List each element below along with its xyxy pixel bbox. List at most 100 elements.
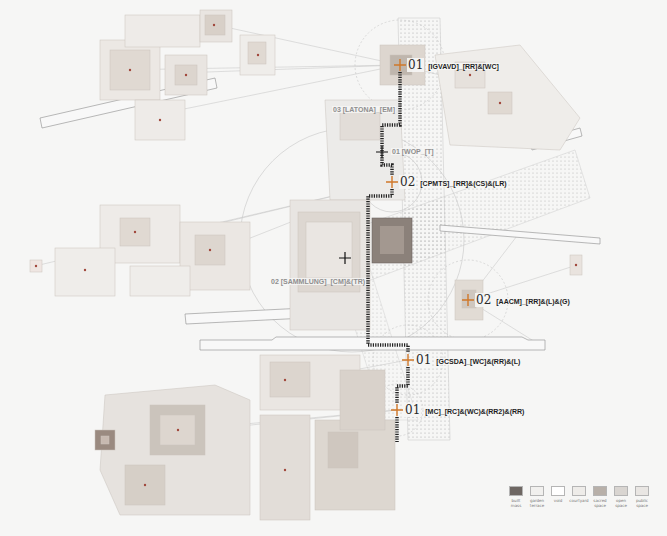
building-cluster xyxy=(100,40,160,100)
building-cluster xyxy=(306,222,352,278)
legend-swatch xyxy=(635,486,649,496)
building-dot xyxy=(575,264,577,266)
building-cluster xyxy=(340,110,380,140)
building-cluster xyxy=(315,420,395,510)
site-marker: 02[CPMTS]_[RR]&(CS)&(LR) xyxy=(385,175,508,189)
faded-site-label: 01 [WOP_[T] xyxy=(391,148,435,155)
site-code: [MC]_[RC]&(WC)&(RR2)&(RR) xyxy=(424,408,525,415)
site-code: [AACM]_[RR]&(L)&(G) xyxy=(495,298,570,305)
building-cluster xyxy=(175,65,197,85)
legend-text: built mass xyxy=(506,498,526,508)
building-cluster xyxy=(240,35,275,75)
building-cluster xyxy=(95,430,115,450)
legend-swatch xyxy=(572,486,586,496)
building-dot xyxy=(84,269,86,271)
site-code: [CPMTS]_[RR]&(CS)&(LR) xyxy=(419,180,507,187)
legend-text: courtyard xyxy=(569,498,589,503)
legend-text: garden terrace xyxy=(527,498,547,508)
building-cluster xyxy=(462,290,476,308)
building-cluster xyxy=(125,465,165,505)
building-dot xyxy=(469,74,471,76)
legend-text: public space xyxy=(632,498,652,508)
landmark-building xyxy=(372,218,412,263)
sight-line xyxy=(180,65,400,73)
building-cluster xyxy=(570,255,582,275)
legend-item: built mass xyxy=(506,486,526,508)
legend-item: courtyard xyxy=(569,486,589,503)
building-cluster xyxy=(260,415,310,520)
building-dot xyxy=(284,469,286,471)
building-cluster xyxy=(205,15,225,35)
building-cluster xyxy=(200,10,232,42)
site-marker: 01[IGVAVD]_[RR]&[WC] xyxy=(393,58,500,72)
route-connector xyxy=(382,72,400,175)
building-cluster xyxy=(248,42,266,64)
site-cross xyxy=(386,176,398,188)
building-dot xyxy=(144,484,146,486)
building-dot xyxy=(213,24,215,26)
building-cluster xyxy=(110,50,150,90)
site-number: 01 xyxy=(407,58,424,72)
building-dot xyxy=(185,74,187,76)
route-connector xyxy=(368,189,408,353)
site-marker: 01[MC]_[RC]&(WC)&(RR2)&(RR) xyxy=(390,403,525,417)
legend-item: public space xyxy=(632,486,652,508)
street-bar xyxy=(440,225,600,244)
route-tail xyxy=(397,417,398,442)
street-bar xyxy=(200,337,545,350)
building-cluster xyxy=(165,55,207,95)
building-cluster xyxy=(180,222,250,290)
building-cluster xyxy=(130,266,190,296)
building-dot xyxy=(129,69,131,71)
site-code: [GCSDA]_[WC]&(RR)&(L) xyxy=(435,358,521,365)
faded-site-label: 03 [LATONA]_[EM] xyxy=(332,106,396,113)
legend-swatch xyxy=(614,486,628,496)
legend-swatch xyxy=(509,486,523,496)
site-number: 02 xyxy=(399,175,416,189)
reference-cross xyxy=(339,146,388,264)
building-dot xyxy=(159,119,161,121)
building-cluster xyxy=(30,260,42,272)
legend-item: open space xyxy=(611,486,631,508)
building-cluster xyxy=(150,405,205,455)
site-cross xyxy=(402,354,414,366)
building-cluster xyxy=(290,200,370,330)
site-code: [IGVAVD]_[RR]&[WC] xyxy=(427,63,500,70)
building-dot xyxy=(499,102,501,104)
legend-swatch xyxy=(551,486,565,496)
legend-text: sacred space xyxy=(590,498,610,508)
legend-item: garden terrace xyxy=(527,486,547,508)
building-cluster xyxy=(380,45,425,85)
faded-site-label: 02 [SAMMLUNG]_[CM]&(TR) xyxy=(270,278,366,285)
building-cluster xyxy=(125,15,200,47)
legend-swatch xyxy=(530,486,544,496)
legend-item: void xyxy=(548,486,568,503)
site-cross xyxy=(462,294,474,306)
building-cluster xyxy=(101,436,109,444)
building-cluster xyxy=(160,415,195,445)
building-cluster xyxy=(100,385,250,515)
building-cluster xyxy=(270,362,310,397)
landmark-building xyxy=(372,218,412,263)
site-cross xyxy=(394,59,406,71)
building-cluster xyxy=(328,432,358,468)
route-connector xyxy=(397,367,408,403)
building-dot xyxy=(177,429,179,431)
site-number: 01 xyxy=(415,353,432,367)
building-cluster xyxy=(488,92,512,114)
building-cluster xyxy=(120,218,150,246)
building-cluster xyxy=(340,370,385,430)
building-dot xyxy=(284,379,286,381)
building-dot xyxy=(209,249,211,251)
site-cross xyxy=(391,404,403,416)
landmark-building xyxy=(380,226,404,254)
legend-text: void xyxy=(548,498,568,503)
site-marker: 01[GCSDA]_[WC]&(RR)&(L) xyxy=(401,353,521,367)
sight-line xyxy=(230,28,400,65)
site-marker: 02[AACM]_[RR]&(L)&(G) xyxy=(461,293,571,307)
building-cluster xyxy=(30,10,582,520)
